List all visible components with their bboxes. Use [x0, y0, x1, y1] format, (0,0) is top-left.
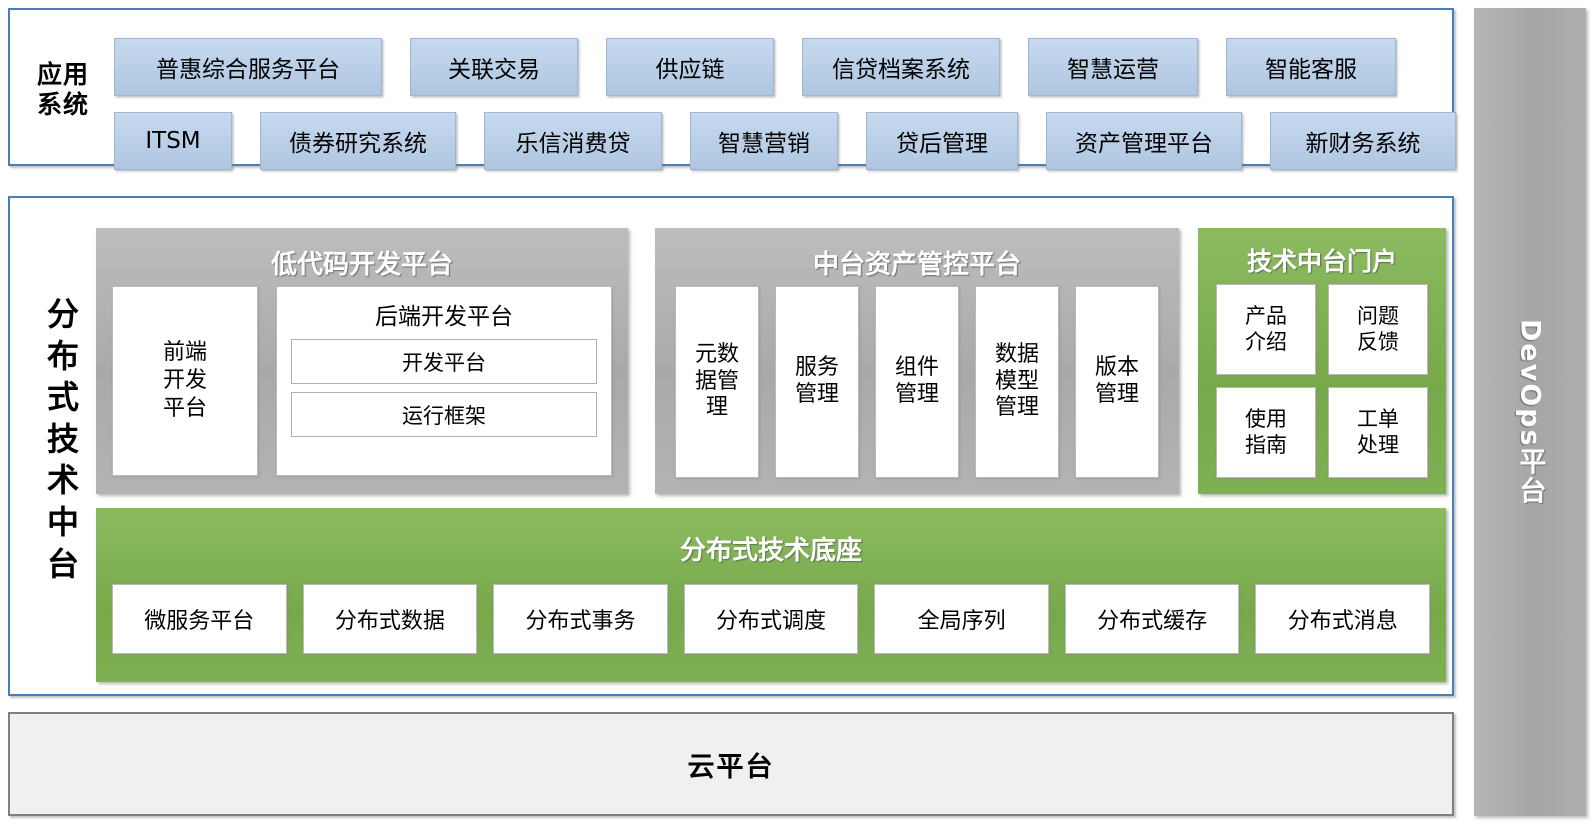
asset-card-4-line-1: 管理 — [1094, 382, 1139, 407]
tech-platform-portal-title: 技术中台门户 — [1246, 247, 1397, 276]
devops-platform-bar: DevOps平台 — [1474, 8, 1586, 816]
application-systems-label: 应用 系统 — [24, 42, 102, 138]
devops-platform-label: DevOps平台 — [1514, 318, 1546, 506]
portal-card-3-line-1: 处理 — [1357, 432, 1399, 457]
application-chip-row2-6[interactable]: 新财务系统 — [1270, 112, 1456, 170]
application-chip-row1-2[interactable]: 供应链 — [606, 38, 774, 96]
distributed-tech-platform-section: 分布式技术中台 低代码开发平台 前端开发平台 后端开发平台 开发平台 运行框架 … — [8, 196, 1454, 696]
application-systems-row-2: ITSM 债券研究系统乐信消费贷智慧营销贷后管理资产管理平台新财务系统 — [114, 112, 1456, 170]
portal-card-3-line-0: 工单 — [1357, 406, 1399, 431]
backend-dev-platform-title: 后端开发平台 — [375, 304, 513, 330]
distributed-tech-platform-label-char-3: 技 — [46, 419, 79, 458]
portal-card-0-line-0: 产品 — [1245, 303, 1287, 328]
distributed-tech-platform-label: 分布式技术中台 — [32, 294, 94, 585]
distributed-tech-platform-label-char-5: 中 — [46, 502, 79, 541]
application-systems-label-line-1: 应用 — [36, 59, 89, 89]
application-chip-row2-3[interactable]: 智慧营销 — [690, 112, 838, 170]
asset-card-3-line-0: 数据 — [994, 341, 1039, 367]
portal-card-1-line-0: 问题 — [1357, 303, 1399, 328]
distributed-tech-platform-label-char-6: 台 — [46, 544, 79, 583]
distributed-tech-platform-label-char-0: 分 — [46, 295, 79, 333]
application-chip-row2-2[interactable]: 乐信消费贷 — [484, 112, 662, 170]
asset-control-platform-title: 中台资产管控平台 — [812, 250, 1021, 280]
foundation-card-5[interactable]: 分布式缓存 — [1064, 584, 1240, 654]
foundation-card-2[interactable]: 分布式事务 — [493, 584, 668, 654]
foundation-card-1[interactable]: 分布式数据 — [302, 584, 478, 654]
asset-card-0-line-1: 据管 — [694, 368, 739, 394]
foundation-card-0[interactable]: 微服务平台 — [112, 584, 287, 654]
lowcode-dev-platform-title: 低代码开发平台 — [270, 250, 453, 280]
distributed-tech-foundation-cards: 微服务平台分布式数据分布式事务分布式调度全局序列分布式缓存分布式消息 — [112, 584, 1431, 654]
backend-dev-platform-card[interactable]: 后端开发平台 开发平台 运行框架 — [276, 286, 612, 476]
asset-control-platform-cards: 元数据管理服务管理组件管理数据模型管理版本管理 — [675, 286, 1159, 478]
application-chip-row1-0[interactable]: 普惠综合服务平台 — [114, 38, 382, 96]
application-chip-row1-5[interactable]: 智能客服 — [1226, 38, 1396, 96]
asset-card-3[interactable]: 数据模型管理 — [975, 286, 1059, 478]
application-systems-label-line-2: 系统 — [36, 90, 89, 119]
tech-platform-portal-panel: 技术中台门户 产品介绍问题反馈使用指南工单处理 — [1198, 228, 1446, 494]
portal-card-0[interactable]: 产品介绍 — [1216, 284, 1316, 375]
portal-card-2-line-1: 指南 — [1245, 432, 1287, 457]
asset-card-2-line-1: 管理 — [894, 382, 939, 407]
application-chip-row2-1[interactable]: 债券研究系统 — [260, 112, 456, 170]
portal-card-1-line-1: 反馈 — [1357, 329, 1399, 354]
asset-card-3-line-1: 模型 — [994, 368, 1039, 394]
cloud-platform-label: 云平台 — [687, 751, 775, 783]
distributed-tech-foundation-title: 分布式技术底座 — [679, 536, 862, 566]
distributed-tech-foundation-panel: 分布式技术底座 微服务平台分布式数据分布式事务分布式调度全局序列分布式缓存分布式… — [96, 508, 1446, 682]
asset-card-3-line-2: 管理 — [994, 395, 1039, 421]
portal-card-2-line-0: 使用 — [1245, 406, 1287, 431]
backend-item-runtime-framework[interactable]: 运行框架 — [291, 392, 597, 437]
portal-card-0-line-1: 介绍 — [1245, 329, 1287, 354]
backend-item-dev-platform[interactable]: 开发平台 — [291, 339, 597, 384]
asset-card-0-line-0: 元数 — [694, 341, 739, 367]
asset-card-4[interactable]: 版本管理 — [1075, 286, 1159, 478]
foundation-card-6[interactable]: 分布式消息 — [1255, 584, 1431, 654]
asset-card-2[interactable]: 组件管理 — [875, 286, 959, 478]
application-systems-section: 应用 系统 普惠综合服务平台关联交易供应链信贷档案系统智慧运营智能客服 ITSM… — [8, 8, 1456, 170]
foundation-card-3[interactable]: 分布式调度 — [683, 584, 859, 654]
asset-card-1[interactable]: 服务管理 — [775, 286, 859, 478]
frontend-dev-platform-line-1: 开发 — [162, 368, 207, 394]
asset-card-0-line-2: 理 — [705, 395, 728, 421]
frontend-dev-platform-card[interactable]: 前端开发平台 — [112, 286, 258, 476]
distributed-tech-platform-label-char-2: 式 — [46, 378, 79, 417]
distributed-tech-platform-label-char-4: 术 — [46, 461, 79, 500]
application-chip-row2-5[interactable]: 资产管理平台 — [1046, 112, 1242, 170]
frontend-dev-platform-line-0: 前端 — [162, 340, 207, 366]
cloud-platform-section: 云平台 — [8, 712, 1454, 816]
asset-card-1-line-0: 服务 — [794, 355, 839, 381]
application-systems-row-1: 普惠综合服务平台关联交易供应链信贷档案系统智慧运营智能客服 — [114, 38, 1396, 96]
portal-card-2[interactable]: 使用指南 — [1216, 387, 1316, 478]
asset-card-2-line-0: 组件 — [894, 355, 939, 381]
application-chip-row1-3[interactable]: 信贷档案系统 — [802, 38, 1000, 96]
foundation-card-4[interactable]: 全局序列 — [874, 584, 1049, 654]
portal-card-1[interactable]: 问题反馈 — [1328, 284, 1428, 375]
application-chip-row1-1[interactable]: 关联交易 — [410, 38, 578, 96]
tech-platform-portal-grid: 产品介绍问题反馈使用指南工单处理 — [1216, 284, 1428, 478]
asset-card-0[interactable]: 元数据管理 — [675, 286, 759, 478]
asset-card-1-line-1: 管理 — [794, 382, 839, 407]
portal-card-3[interactable]: 工单处理 — [1328, 387, 1428, 478]
lowcode-dev-platform-panel: 低代码开发平台 前端开发平台 后端开发平台 开发平台 运行框架 — [96, 228, 628, 494]
application-chip-row2-0[interactable]: ITSM — [114, 112, 232, 170]
application-chip-row1-4[interactable]: 智慧运营 — [1028, 38, 1198, 96]
distributed-tech-platform-label-char-1: 布 — [46, 336, 79, 375]
application-chip-row2-4[interactable]: 贷后管理 — [866, 112, 1018, 170]
asset-card-4-line-0: 版本 — [1094, 355, 1139, 381]
asset-control-platform-panel: 中台资产管控平台 元数据管理服务管理组件管理数据模型管理版本管理 — [655, 228, 1179, 494]
frontend-dev-platform-line-2: 平台 — [162, 395, 207, 421]
